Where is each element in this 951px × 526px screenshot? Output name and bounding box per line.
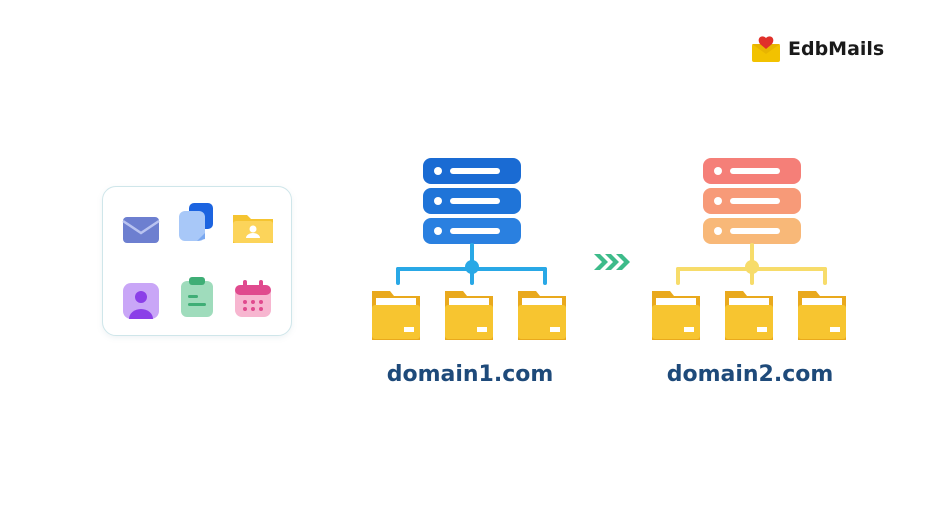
target-server-diagram — [652, 158, 846, 340]
target-folder-icon — [652, 291, 700, 340]
source-folder-icon — [445, 291, 493, 340]
source-folder-icon — [372, 291, 420, 340]
contact-icon — [123, 283, 159, 319]
source-domain-label: domain1.com — [386, 362, 554, 387]
mailbox-items-card — [102, 186, 292, 336]
target-folder-icon — [725, 291, 773, 340]
document-icon — [179, 203, 213, 241]
mail-icon — [122, 217, 160, 243]
source-server-diagram — [372, 158, 566, 340]
brand: EdbMails — [750, 32, 890, 66]
target-hub-node — [745, 260, 759, 274]
target-domain-label: domain2.com — [666, 362, 834, 387]
edbmails-logo-icon — [752, 36, 780, 62]
contact-folder-icon — [233, 215, 273, 243]
source-hub-node — [465, 260, 479, 274]
source-server-stack-icon — [423, 158, 521, 244]
migration-arrow-icon — [594, 254, 630, 270]
source-folder-icon — [518, 291, 566, 340]
calendar-icon — [235, 280, 271, 317]
brand-name: EdbMails — [788, 38, 885, 60]
notes-icon — [181, 277, 213, 317]
target-server-stack-icon — [703, 158, 801, 244]
target-folder-icon — [798, 291, 846, 340]
